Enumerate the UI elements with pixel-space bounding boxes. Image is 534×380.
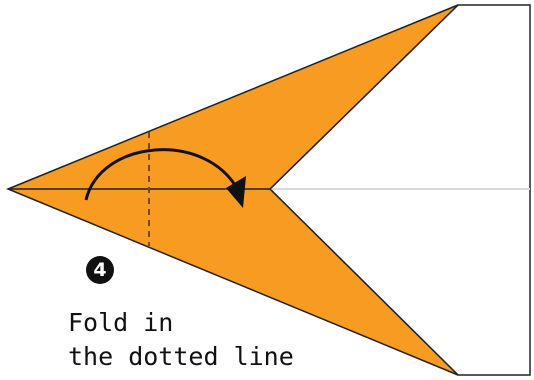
instruction-line-2: the dotted line	[68, 342, 294, 371]
fold-arrow-icon	[84, 148, 240, 201]
instruction-text: Fold in the dotted line	[68, 306, 294, 374]
step-number-badge: 4	[86, 256, 114, 284]
fold-arrowhead-icon	[226, 176, 246, 208]
instruction-line-1: Fold in	[68, 308, 174, 337]
